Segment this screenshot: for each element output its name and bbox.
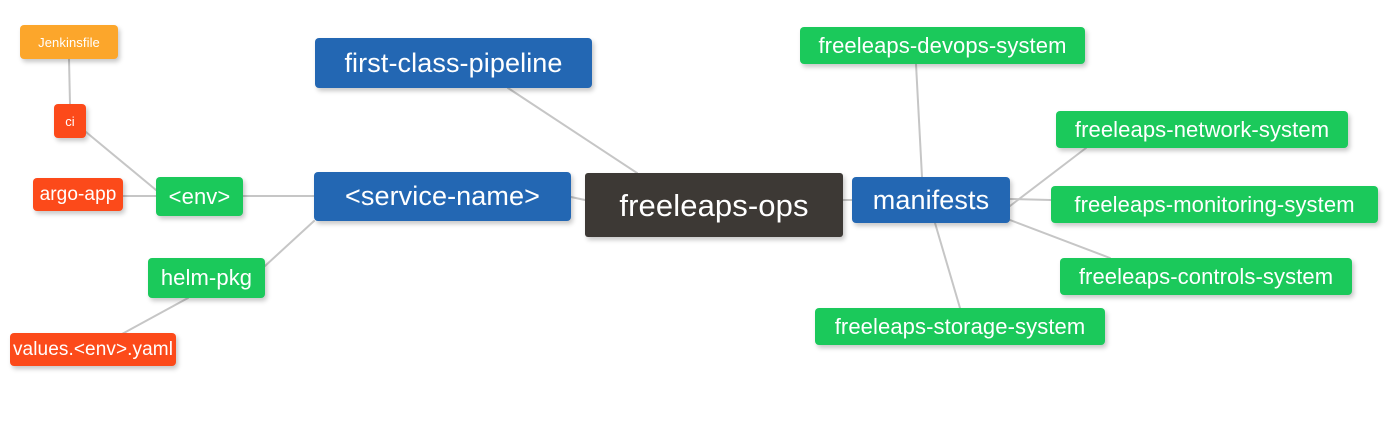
node-manifests[interactable]: manifests <box>852 177 1010 223</box>
edge-manifests-to-controls-sys <box>1009 219 1111 259</box>
node-label: manifests <box>872 184 990 215</box>
node-jenkinsfile[interactable]: Jenkinsfile <box>20 25 118 59</box>
node-label: Jenkinsfile <box>38 34 100 50</box>
edge-manifests-to-monitoring-sys <box>1009 198 1052 201</box>
node-label: <service-name> <box>345 181 540 211</box>
node-monitoring-sys[interactable]: freeleaps-monitoring-system <box>1051 186 1378 223</box>
node-storage-sys[interactable]: freeleaps-storage-system <box>815 308 1105 345</box>
edge-service-name-to-helm-pkg <box>264 220 315 267</box>
node-controls-sys[interactable]: freeleaps-controls-system <box>1060 258 1352 295</box>
node-env[interactable]: <env> <box>156 177 243 216</box>
node-network-sys[interactable]: freeleaps-network-system <box>1056 111 1348 148</box>
node-label: freeleaps-storage-system <box>834 313 1086 339</box>
node-label: freeleaps-devops-system <box>818 32 1067 58</box>
node-values-yaml[interactable]: values.<env>.yaml <box>10 333 176 366</box>
node-label: <env> <box>168 183 231 209</box>
node-label: first-class-pipeline <box>344 47 563 78</box>
node-label: freeleaps-controls-system <box>1078 263 1334 289</box>
node-label: freeleaps-monitoring-system <box>1074 191 1355 217</box>
node-helm-pkg[interactable]: helm-pkg <box>148 258 265 298</box>
node-label: freeleaps-ops <box>619 187 809 223</box>
edge-manifests-to-storage-sys <box>934 222 961 309</box>
node-freeleaps-ops[interactable]: freeleaps-ops <box>585 173 843 237</box>
edge-first-class-to-freeleaps-ops <box>507 87 638 174</box>
edge-manifests-to-devops-sys <box>915 63 923 178</box>
node-first-class[interactable]: first-class-pipeline <box>315 38 592 88</box>
node-service-name[interactable]: <service-name> <box>314 172 571 221</box>
node-label: helm-pkg <box>160 265 253 290</box>
node-label: freeleaps-network-system <box>1074 116 1330 142</box>
node-argo-app[interactable]: argo-app <box>33 178 123 211</box>
edge-service-name-to-freeleaps-ops <box>570 196 586 201</box>
node-label: ci <box>65 113 75 129</box>
edge-helm-pkg-to-values-yaml <box>121 297 189 335</box>
node-devops-sys[interactable]: freeleaps-devops-system <box>800 27 1085 64</box>
edge-jenkinsfile-to-ci <box>68 58 71 105</box>
node-label: values.<env>.yaml <box>12 339 174 360</box>
node-ci[interactable]: ci <box>54 104 86 138</box>
node-label: argo-app <box>39 184 117 205</box>
